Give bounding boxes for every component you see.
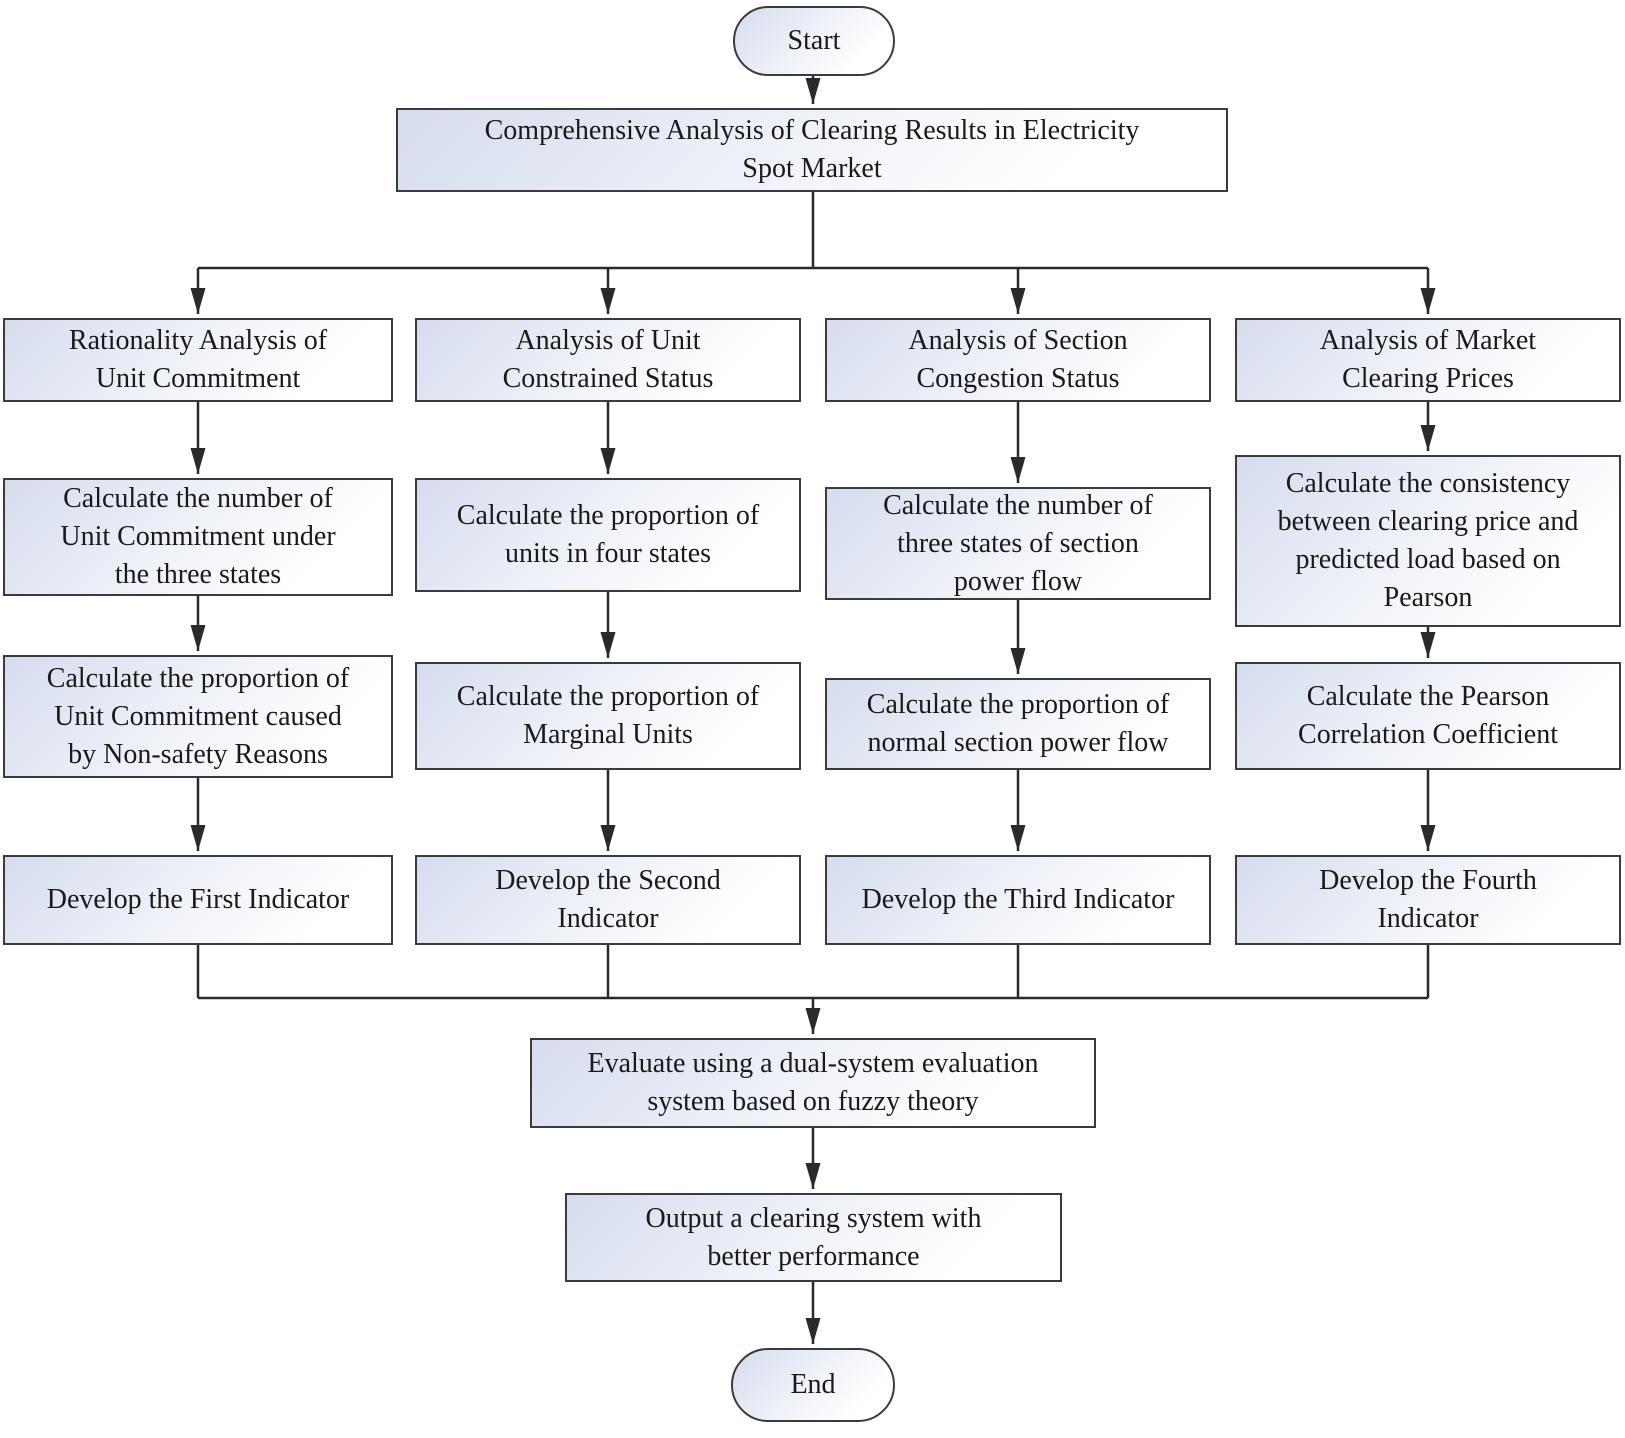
node-evaluate: Evaluate using a dual-system evaluation … [530, 1038, 1096, 1128]
node-output: Output a clearing system with better per… [565, 1193, 1062, 1282]
node-col2-step2: Calculate the proportion of Marginal Uni… [415, 662, 801, 770]
node-col4-header: Analysis of Market Clearing Prices [1235, 318, 1621, 402]
node-col1-step1: Calculate the number of Unit Commitment … [3, 478, 393, 596]
node-col3-step1: Calculate the number of three states of … [825, 487, 1211, 600]
node-col3-indicator: Develop the Third Indicator [825, 855, 1211, 945]
node-col2-step1: Calculate the proportion of units in fou… [415, 478, 801, 592]
node-col3-step2: Calculate the proportion of normal secti… [825, 678, 1211, 770]
node-start: Start [733, 6, 895, 76]
node-col4-step1: Calculate the consistency between cleari… [1235, 455, 1621, 627]
node-col2-header: Analysis of Unit Constrained Status [415, 318, 801, 402]
node-col1-step2: Calculate the proportion of Unit Commitm… [3, 655, 393, 778]
node-col2-indicator: Develop the Second Indicator [415, 855, 801, 945]
node-col3-header: Analysis of Section Congestion Status [825, 318, 1211, 402]
node-col1-header: Rationality Analysis of Unit Commitment [3, 318, 393, 402]
node-col4-indicator: Develop the Fourth Indicator [1235, 855, 1621, 945]
node-end: End [731, 1348, 895, 1422]
node-comprehensive-analysis: Comprehensive Analysis of Clearing Resul… [396, 108, 1228, 192]
node-col4-step2: Calculate the Pearson Correlation Coeffi… [1235, 662, 1621, 770]
node-col1-indicator: Develop the First Indicator [3, 855, 393, 945]
